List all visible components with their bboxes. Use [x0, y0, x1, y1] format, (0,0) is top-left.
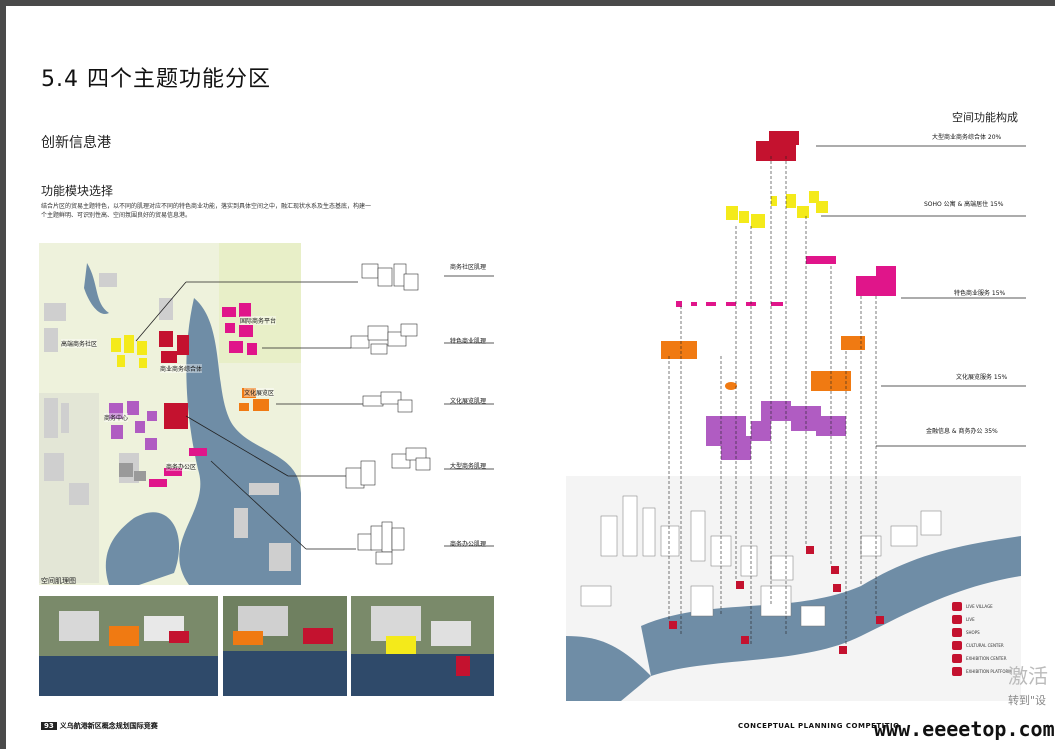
shops-icon — [952, 628, 962, 637]
cultural-center-icon — [952, 641, 962, 650]
right-panel-title: 空间功能构成 — [952, 111, 1018, 124]
texture-label: 商务社区肌理 — [450, 264, 487, 271]
model-photo — [351, 596, 494, 696]
exhibition-platform-icon — [952, 667, 962, 676]
legend-item: EXHIBITION CENTER — [952, 654, 1006, 663]
map-label: 文化展览区 — [244, 388, 275, 397]
function-label: SOHO 公寓 & 高端居住 15% — [924, 201, 1004, 208]
activation-notice-subtitle: 转到"设 — [1008, 694, 1047, 707]
texture-label: 文化展览肌理 — [450, 398, 487, 405]
legend-item: EXHIBITION PLATFORM — [952, 667, 1012, 676]
footer-title: 义乌航港新区概念规划国际竞赛 — [59, 722, 158, 730]
footer-right-text: CONCEPTUAL PLANNING COMPETITIO — [738, 722, 900, 730]
section-heading: 功能模块选择 — [41, 184, 114, 198]
model-photo — [39, 596, 218, 696]
page-number: 93 — [41, 722, 57, 730]
map-caption: 空间肌理图 — [41, 577, 76, 585]
legend-item: CULTURAL CENTER — [952, 641, 1004, 650]
model-photo — [223, 596, 347, 696]
function-label: 金融信息 & 商务办公 35% — [926, 428, 998, 435]
leader-lines — [135, 263, 494, 565]
map-label: 商务中心 — [104, 413, 129, 422]
legend-item: LIVE VILLAGE — [952, 602, 993, 611]
body-paragraph: 结合片区的贸易主题特色，以不同的肌理对应不同的特色商业功能，落实到具体空间之中，… — [41, 203, 372, 219]
texture-label: 特色商业肌理 — [450, 338, 487, 345]
model-photo-graphic — [223, 596, 347, 696]
live-icon — [952, 615, 962, 624]
model-photo-graphic — [351, 596, 494, 696]
map-label: 高端商务社区 — [61, 339, 98, 348]
site-map-graphic — [39, 243, 301, 585]
function-label: 大型商业商务综合体 20% — [932, 134, 1002, 141]
texture-label: 大型商务肌理 — [450, 463, 487, 470]
exhibition-center-icon — [952, 654, 962, 663]
document-page: 5.4 四个主题功能分区 创新信息港 功能模块选择 结合片区的贸易主题特色，以不… — [6, 6, 1055, 749]
map-label: 商务办公区 — [166, 462, 197, 471]
axonometric-diagram — [566, 131, 1026, 701]
legend-item: LIVE — [952, 615, 975, 624]
activation-notice-title: 激活 — [1008, 664, 1048, 688]
site-texture-map — [39, 243, 301, 585]
legend-item: SHOPS — [952, 628, 980, 637]
model-photo-graphic — [39, 596, 218, 696]
page-subtitle: 创新信息港 — [41, 135, 111, 151]
page-title: 5.4 四个主题功能分区 — [41, 67, 271, 92]
function-label: 文化展览服务 15% — [956, 374, 1008, 381]
live-village-icon — [952, 602, 962, 611]
watermark: www.eeeetop.com — [874, 717, 1055, 741]
texture-label: 商务办公肌理 — [450, 541, 487, 548]
function-label: 特色商业服务 15% — [954, 290, 1006, 297]
map-label: 国际商务平台 — [240, 316, 277, 325]
map-label: 商业商务综合体 — [160, 364, 203, 373]
